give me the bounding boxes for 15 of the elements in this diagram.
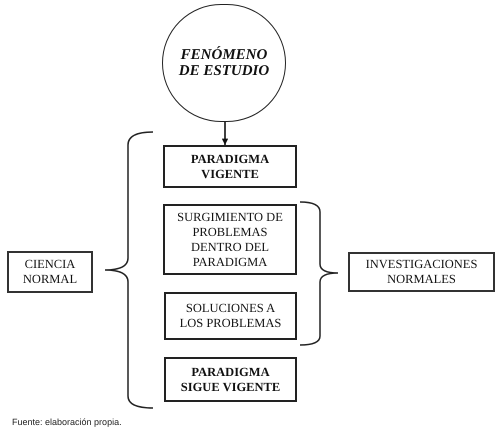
process-box <box>163 204 297 275</box>
process-box <box>164 357 297 402</box>
process-box <box>163 145 297 188</box>
node-text: FENÓMENO DE ESTUDIO <box>178 47 270 79</box>
node-text: PARADIGMA SIGUE VIGENTE <box>180 364 282 394</box>
process-box <box>164 292 297 340</box>
caption: Fuente: elaboración propia. <box>12 416 122 428</box>
node-text: SOLUCIONES A LOS PROBLEMAS <box>178 301 282 331</box>
arrow <box>222 122 228 145</box>
node-text: CIENCIA NORMAL <box>22 257 78 287</box>
node-text: SURGIMIENTO DE PROBLEMAS DENTRO DEL PARADIGMA <box>176 210 284 270</box>
label-box <box>348 252 495 292</box>
node-text: PARADIGMA VIGENTE <box>190 152 270 182</box>
label-box <box>7 251 93 293</box>
node-text: INVESTIGACIONES NORMALES <box>364 257 478 287</box>
